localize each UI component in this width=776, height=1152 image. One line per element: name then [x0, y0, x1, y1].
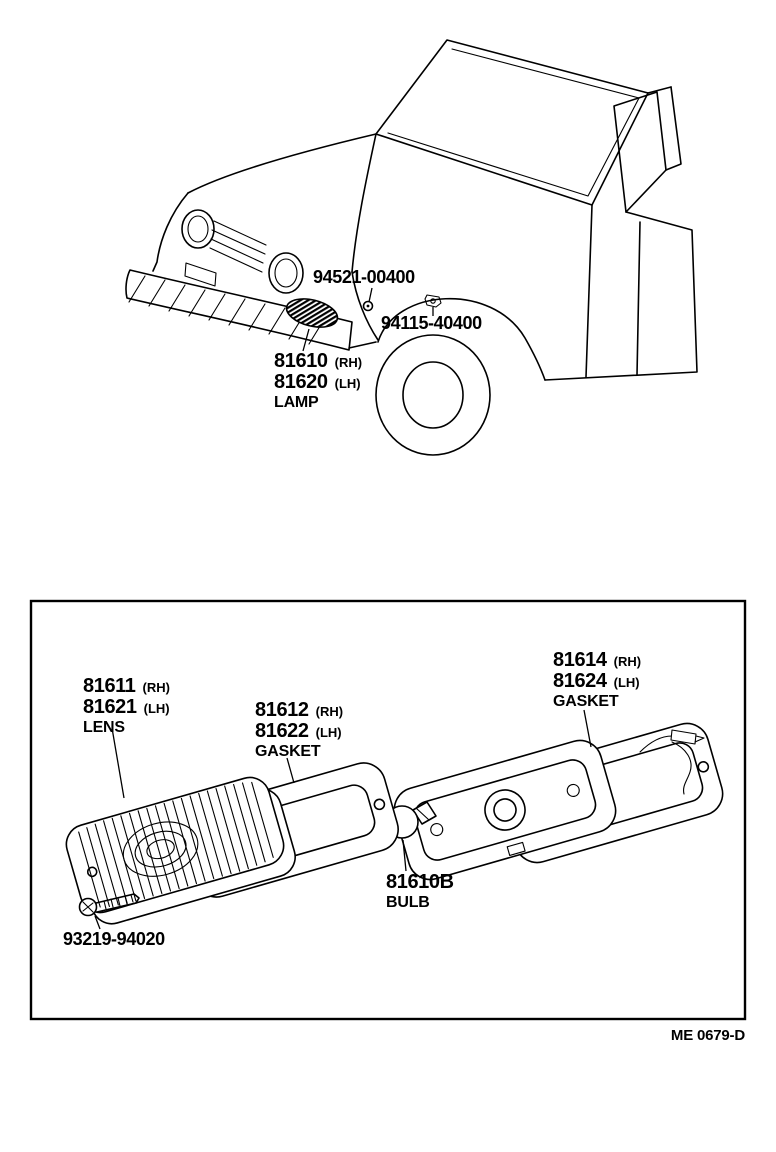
side-marker-rh: (RH) [142, 680, 170, 695]
part-number-rh: 81611 [83, 675, 136, 697]
leader-lines [94, 709, 592, 930]
part-name: GASKET [255, 743, 321, 760]
lens-label: 81611 (RH) 81621 (LH) LENS [83, 676, 170, 737]
part-name: GASKET [553, 693, 619, 710]
lens-drawing [65, 776, 296, 925]
vehicle-line-art [125, 39, 698, 456]
part-number: 94521-00400 [313, 267, 415, 287]
side-marker-rh: (RH) [315, 704, 344, 719]
bulb-label: 81610B BULB [386, 872, 454, 912]
side-marker-lh: (LH) [334, 376, 361, 391]
lens-screw-label: 93219-94020 [63, 930, 165, 950]
screw-grommet-label: 94521-00400 [313, 268, 415, 288]
side-marker-lh: (LH) [315, 725, 342, 740]
rear-gasket-label: 81614 (RH) 81624 (LH) GASKET [553, 650, 641, 711]
screw-grommet-drawing [362, 300, 374, 312]
lens-screw-drawing [78, 893, 140, 917]
part-number-lh: 81621 [83, 696, 137, 718]
part-name: LAMP [274, 394, 319, 411]
part-number: 93219-94020 [63, 929, 165, 949]
part-number-lh: 81622 [255, 720, 309, 742]
part-name: LENS [83, 719, 125, 736]
part-number: 81610B [386, 871, 454, 893]
side-marker-lh: (LH) [143, 701, 170, 716]
side-marker-rh: (RH) [334, 355, 363, 370]
part-name: BULB [386, 894, 430, 911]
nut-label: 94115-40400 [381, 314, 482, 334]
part-number-rh: 81612 [255, 699, 309, 721]
part-number-rh: 81610 [274, 350, 328, 372]
part-number-lh: 81620 [274, 371, 328, 393]
turn-signal-lamp-drawing [285, 298, 339, 328]
nut-drawing [424, 294, 442, 308]
front-gasket-label: 81612 (RH) 81622 (LH) GASKET [255, 700, 343, 761]
diagram-code: ME 0679-D [670, 1027, 745, 1044]
part-number: 94115-40400 [381, 313, 482, 333]
part-number-rh: 81614 [553, 649, 607, 671]
side-marker-rh: (RH) [613, 654, 642, 669]
wire-connector-drawing [639, 729, 705, 795]
side-marker-lh: (LH) [613, 675, 640, 690]
exploded-view-border [29, 599, 747, 1021]
lamp-body-drawing [393, 739, 617, 881]
lamp-label: 81610 (RH) 81620 (LH) LAMP [274, 351, 362, 412]
part-number-lh: 81624 [553, 670, 607, 692]
